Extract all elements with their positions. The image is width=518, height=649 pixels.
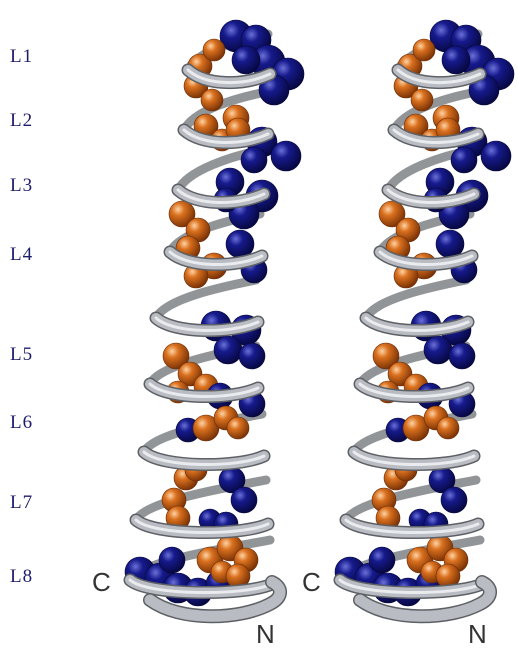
residue-sphere-blue: [449, 343, 475, 369]
residue-sphere-orange: [413, 39, 435, 61]
left-n-terminus-label: N: [256, 621, 275, 647]
right-n-terminus-label: N: [468, 621, 487, 647]
residue-sphere-orange: [411, 89, 433, 111]
residue-sphere-blue: [441, 487, 467, 513]
residue-sphere-orange: [437, 417, 459, 439]
residue-sphere-blue: [369, 547, 395, 573]
helix-back-strand: [366, 280, 466, 318]
residue-sphere-blue: [481, 141, 511, 171]
residue-sphere-blue: [424, 336, 452, 364]
right-c-terminus-label: C: [302, 569, 321, 595]
residue-sphere-blue: [442, 46, 470, 74]
residue-sphere-blue: [451, 147, 477, 173]
left-c-terminus-label: C: [92, 569, 111, 595]
